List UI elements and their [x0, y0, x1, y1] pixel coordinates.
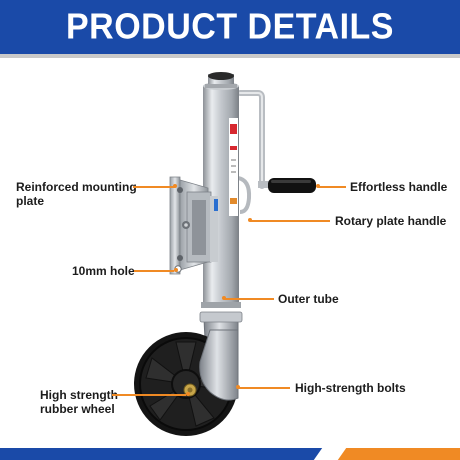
- label-outer-tube: Outer tube: [278, 292, 339, 306]
- mounting-plate: [169, 176, 218, 275]
- leader-dot-rotary-plate-handle: [248, 218, 252, 222]
- tube-cap: [208, 72, 234, 80]
- leader-dot-effortless-handle: [316, 184, 320, 188]
- leader-effortless-handle: [318, 186, 346, 188]
- label-effortless-handle: Effortless handle: [350, 180, 448, 194]
- leader-rubber-wheel: [112, 394, 186, 396]
- footer-stripe-blue: [0, 448, 330, 460]
- leader-dot-outer-tube: [222, 296, 226, 300]
- page-title: PRODUCT DETAILS: [66, 6, 394, 47]
- leader-dot-rubber-wheel: [186, 392, 190, 396]
- label-rotary-plate-handle: Rotary plate handle: [335, 214, 447, 228]
- leader-dot-mounting-plate: [173, 184, 177, 188]
- leader-rotary-plate-handle: [250, 220, 330, 222]
- leader-high-strength-bolts: [238, 387, 290, 389]
- label-10mm-hole: 10mm hole: [72, 264, 135, 278]
- header-divider: [0, 54, 460, 58]
- tube-sticker: [229, 118, 238, 216]
- crank-handle: [237, 90, 316, 193]
- leader-mounting-plate: [133, 186, 175, 188]
- label-high-strength-bolts: High-strength bolts: [295, 381, 406, 395]
- leader-10mm-hole: [134, 270, 174, 272]
- header-banner: PRODUCT DETAILS: [0, 0, 460, 54]
- leader-dot-10mm-hole: [174, 268, 178, 272]
- leader-outer-tube: [224, 298, 274, 300]
- label-rubber-wheel: High strength rubber wheel: [40, 388, 118, 416]
- label-mounting-plate: Reinforced mounting plate: [16, 180, 137, 208]
- leader-dot-high-strength-bolts: [236, 385, 240, 389]
- rotary-plate-handle: [237, 176, 252, 214]
- footer-stripe-orange: [330, 448, 460, 460]
